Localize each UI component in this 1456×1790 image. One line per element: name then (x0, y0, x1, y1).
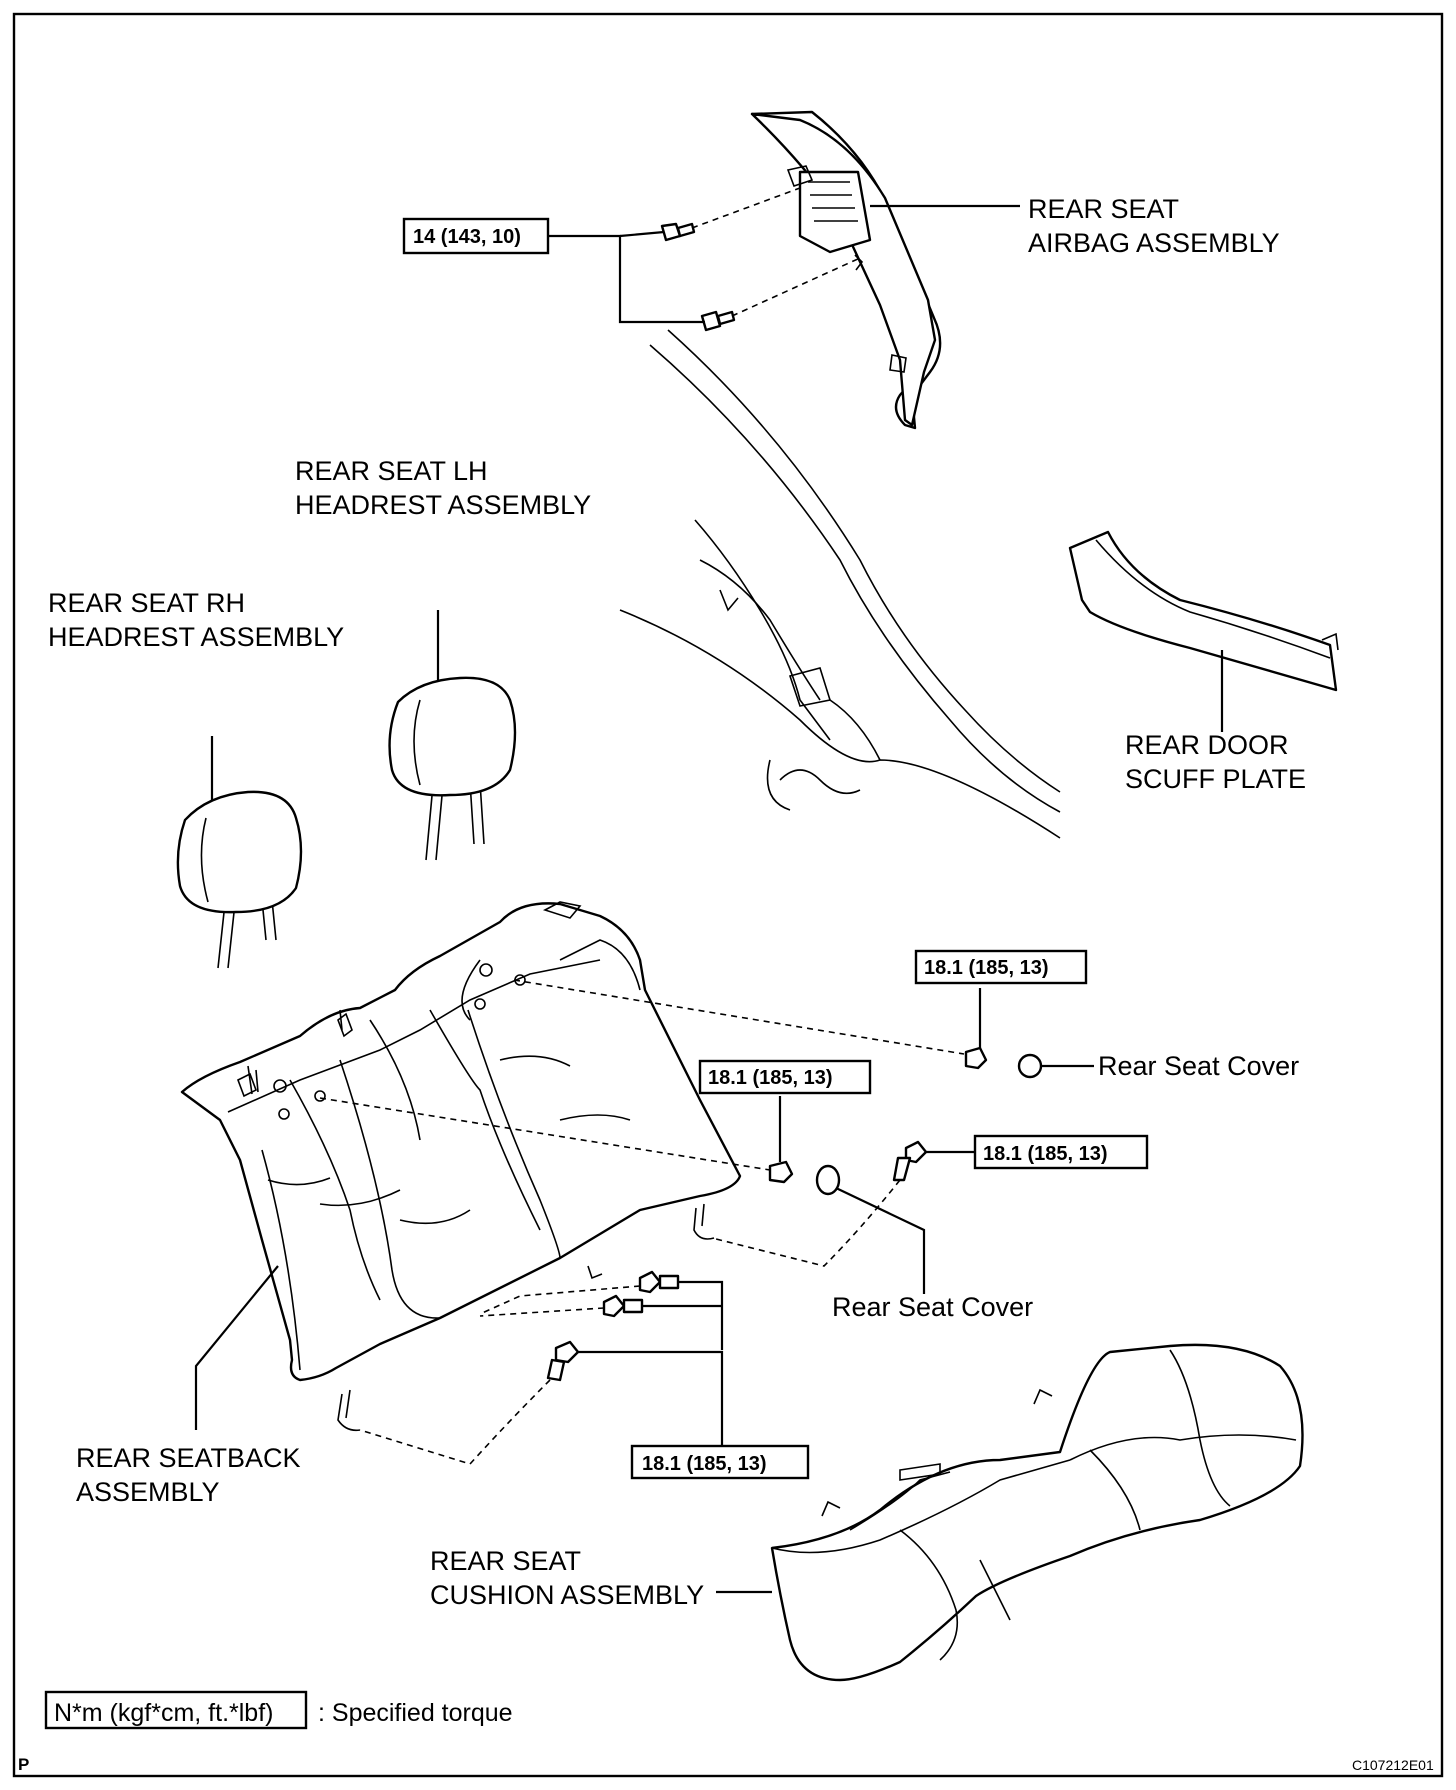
scuff-plate-label-line2: SCUFF PLATE (1125, 764, 1306, 794)
torque-box-upper-nut (914, 949, 1088, 985)
legend-unit-text: N*m (kgf*cm, ft.*lbf) (54, 1699, 273, 1727)
rear-seat-cover-lower-label: Rear Seat Cover (832, 1292, 1033, 1322)
rear-seat-cover-upper-label: Rear Seat Cover (1098, 1051, 1299, 1081)
torque-value-lower-nut: 18.1 (185, 13) (708, 1067, 833, 1089)
seatback-label-line1: REAR SEATBACK (76, 1443, 301, 1473)
rh-headrest-label-line2: HEADREST ASSEMBLY (48, 622, 344, 652)
airbag-bolt-lower (700, 310, 736, 332)
cushion-label-line1: REAR SEAT (430, 1546, 581, 1576)
rear-seatback-assembly (180, 901, 742, 1432)
bottom-bolt-2 (602, 1294, 644, 1318)
legend-description: : Specified torque (318, 1699, 513, 1727)
torque-box-airbag (402, 217, 550, 255)
airbag-label-line1: REAR SEAT (1028, 194, 1179, 224)
lh-headrest-label-line2: HEADREST ASSEMBLY (295, 490, 591, 520)
rear-seat-cushion-assembly (770, 1343, 1304, 1682)
seatback-lower-nut (768, 1160, 794, 1184)
rear-seat-airbag-assembly (750, 110, 942, 430)
seatback-label-line2: ASSEMBLY (76, 1477, 220, 1507)
torque-box-side-bolt (973, 1134, 1149, 1170)
torque-box-bottom-bolts (630, 1444, 810, 1480)
diagram-frame (12, 12, 1444, 1778)
torque-value-side-bolt: 18.1 (185, 13) (983, 1143, 1108, 1165)
torque-value-bottom-bolts: 18.1 (185, 13) (642, 1453, 767, 1475)
side-bolt (892, 1140, 928, 1182)
vehicle-body-outline (619, 329, 1061, 839)
rear-door-scuff-plate (1068, 530, 1339, 692)
lh-headrest (388, 610, 517, 861)
bottom-bolt-1 (638, 1270, 680, 1294)
rear-seat-cover-lower (815, 1164, 841, 1196)
lh-headrest-label-line1: REAR SEAT LH (295, 456, 488, 486)
rh-headrest (176, 736, 303, 969)
torque-value-upper-nut: 18.1 (185, 13) (924, 957, 1049, 979)
bottom-bolt-3 (546, 1340, 580, 1382)
torque-box-lower-nut (698, 1059, 872, 1095)
legend-box (44, 1690, 308, 1730)
figure-code: C107212E01 (1352, 1757, 1434, 1773)
airbag-label-line2: AIRBAG ASSEMBLY (1028, 228, 1280, 258)
corner-mark-left: P (18, 1755, 29, 1774)
seatback-upper-nut (964, 1046, 988, 1070)
rh-headrest-label-line1: REAR SEAT RH (48, 588, 245, 618)
cushion-label-line2: CUSHION ASSEMBLY (430, 1580, 704, 1610)
scuff-plate-label-line1: REAR DOOR (1125, 730, 1289, 760)
airbag-bolt-upper (660, 222, 696, 242)
rear-seat-cover-upper (1017, 1053, 1043, 1079)
torque-value-airbag: 14 (143, 10) (413, 226, 521, 248)
